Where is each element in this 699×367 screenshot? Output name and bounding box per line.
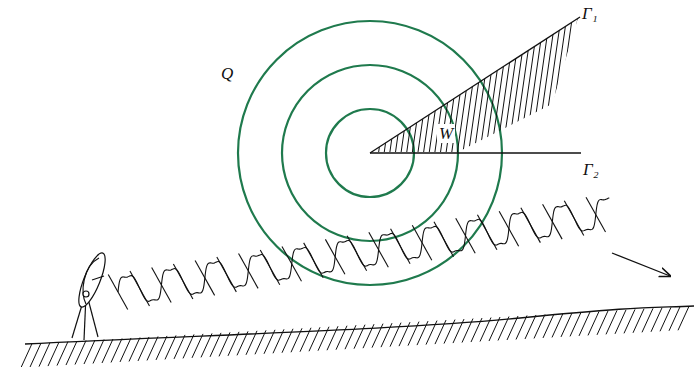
region-label: Γ₂	[581, 160, 601, 179]
wave-signal	[108, 197, 609, 309]
region-label: W	[437, 124, 455, 143]
region-label: Q	[219, 64, 235, 83]
wedge-hatching	[358, 10, 585, 297]
antenna-dish	[72, 250, 110, 340]
wedge-rays	[370, 17, 581, 153]
direction-arrow	[612, 253, 670, 276]
region-label: Γ₁	[580, 4, 600, 23]
ground	[21, 306, 694, 367]
